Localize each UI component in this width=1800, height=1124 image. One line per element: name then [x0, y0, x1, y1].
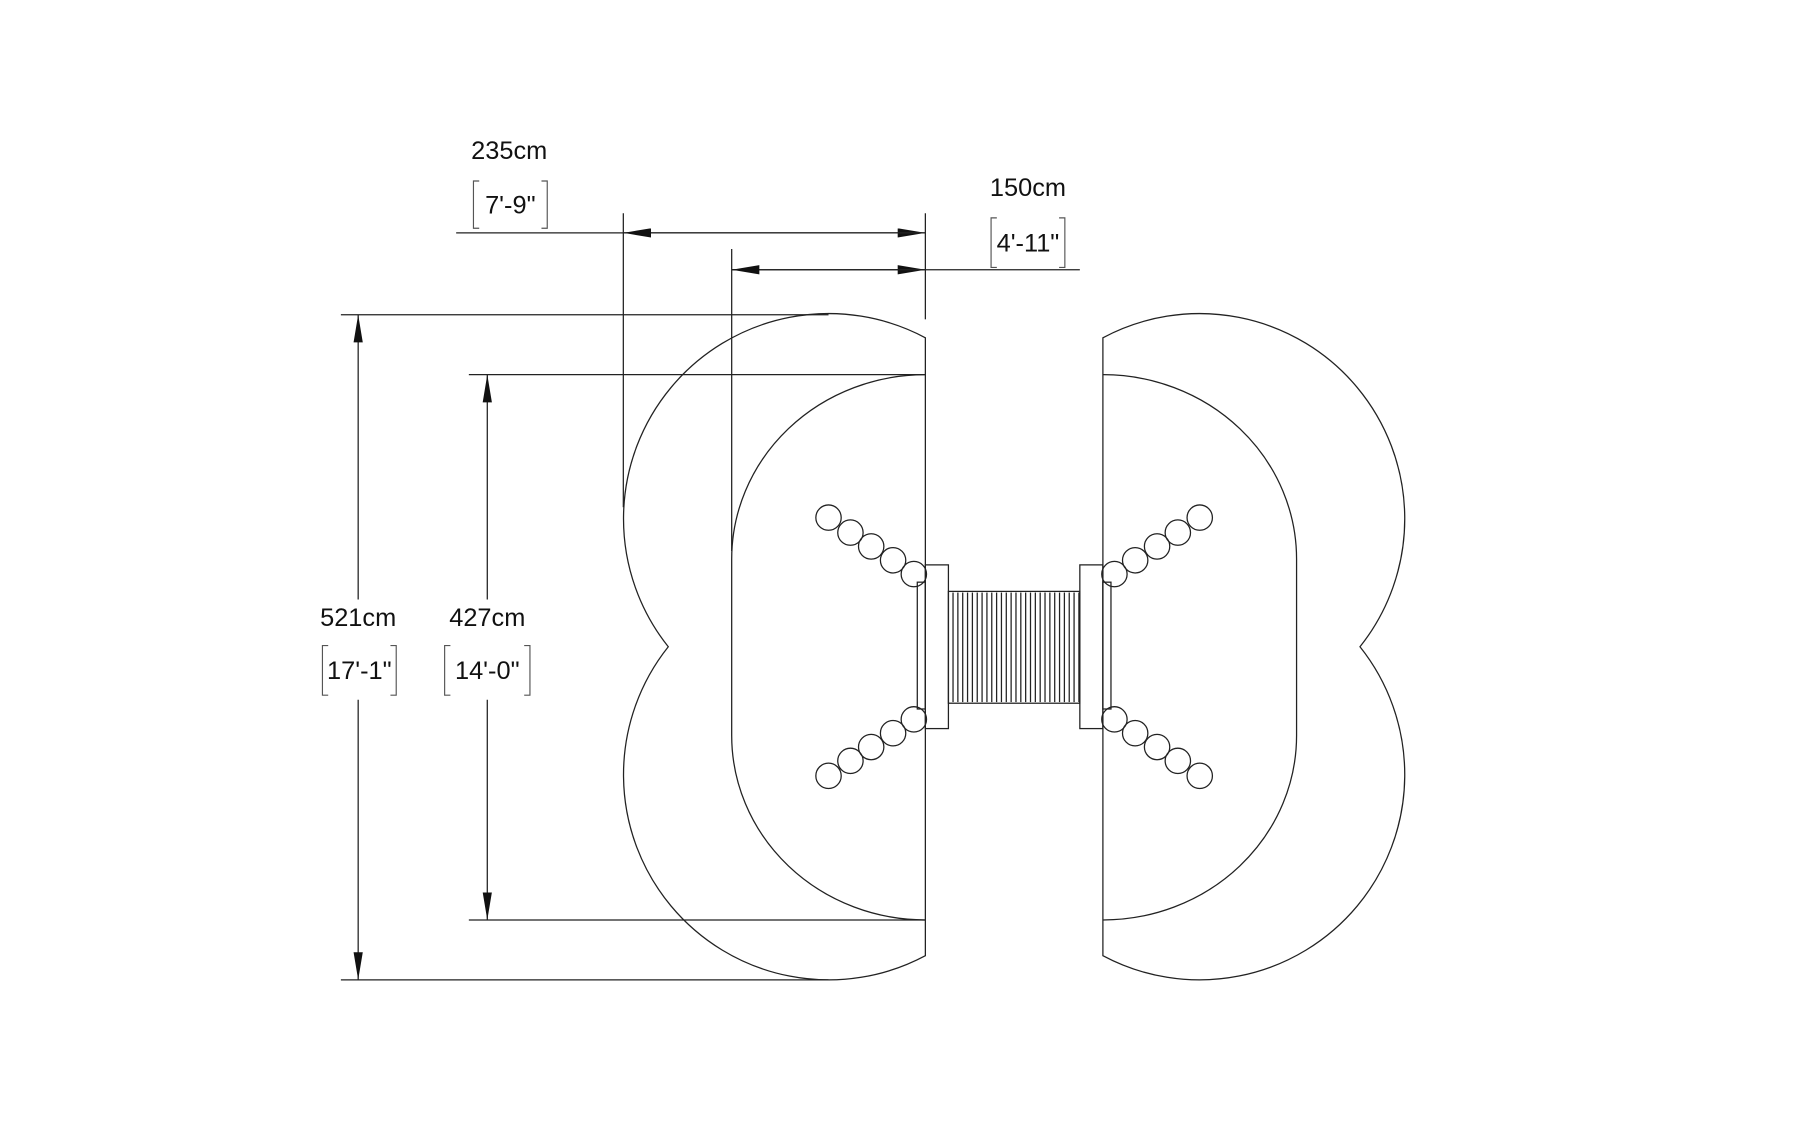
climbing-hold	[837, 519, 864, 546]
climbing-hold	[1186, 504, 1214, 531]
tunnel	[916, 564, 1112, 730]
climbing-hold	[1101, 706, 1128, 733]
climbing-hold	[1101, 560, 1128, 588]
climbing-hold	[815, 504, 842, 531]
outer-width-imperial: 7'-9"	[485, 191, 536, 219]
climbing-hold	[1143, 733, 1171, 761]
left-outer-outline	[622, 313, 926, 981]
outer-length-metric: 521cm	[320, 604, 396, 632]
inner-length-metric: 427cm	[449, 604, 525, 632]
right-platform	[1102, 313, 1406, 981]
climbing-hold	[857, 733, 885, 761]
climbing-hold	[900, 706, 928, 733]
climbing-hold	[1164, 747, 1192, 775]
climbing-hold	[879, 546, 907, 574]
climbing-hold	[815, 762, 842, 790]
outer-length-imperial: 17'-1"	[327, 657, 392, 685]
climbing-hold	[879, 719, 907, 747]
left-platform	[622, 313, 926, 981]
climbing-holds	[815, 504, 1214, 790]
dimension-lines	[340, 213, 1080, 981]
climbing-hold	[857, 533, 885, 560]
inner-width-metric: 150cm	[990, 174, 1066, 202]
inner-length-imperial: 14'-0"	[455, 657, 520, 685]
climbing-hold	[1143, 533, 1171, 560]
outer-width-metric: 235cm	[471, 137, 547, 165]
climbing-hold	[1186, 762, 1214, 790]
climbing-hold	[1121, 719, 1149, 747]
climbing-hold	[837, 747, 864, 775]
climbing-hold	[900, 560, 928, 588]
inner-width-imperial: 4'-11"	[997, 229, 1060, 257]
climbing-hold	[1121, 546, 1149, 574]
left-inner-outline	[731, 374, 926, 921]
climbing-hold	[1164, 519, 1192, 546]
